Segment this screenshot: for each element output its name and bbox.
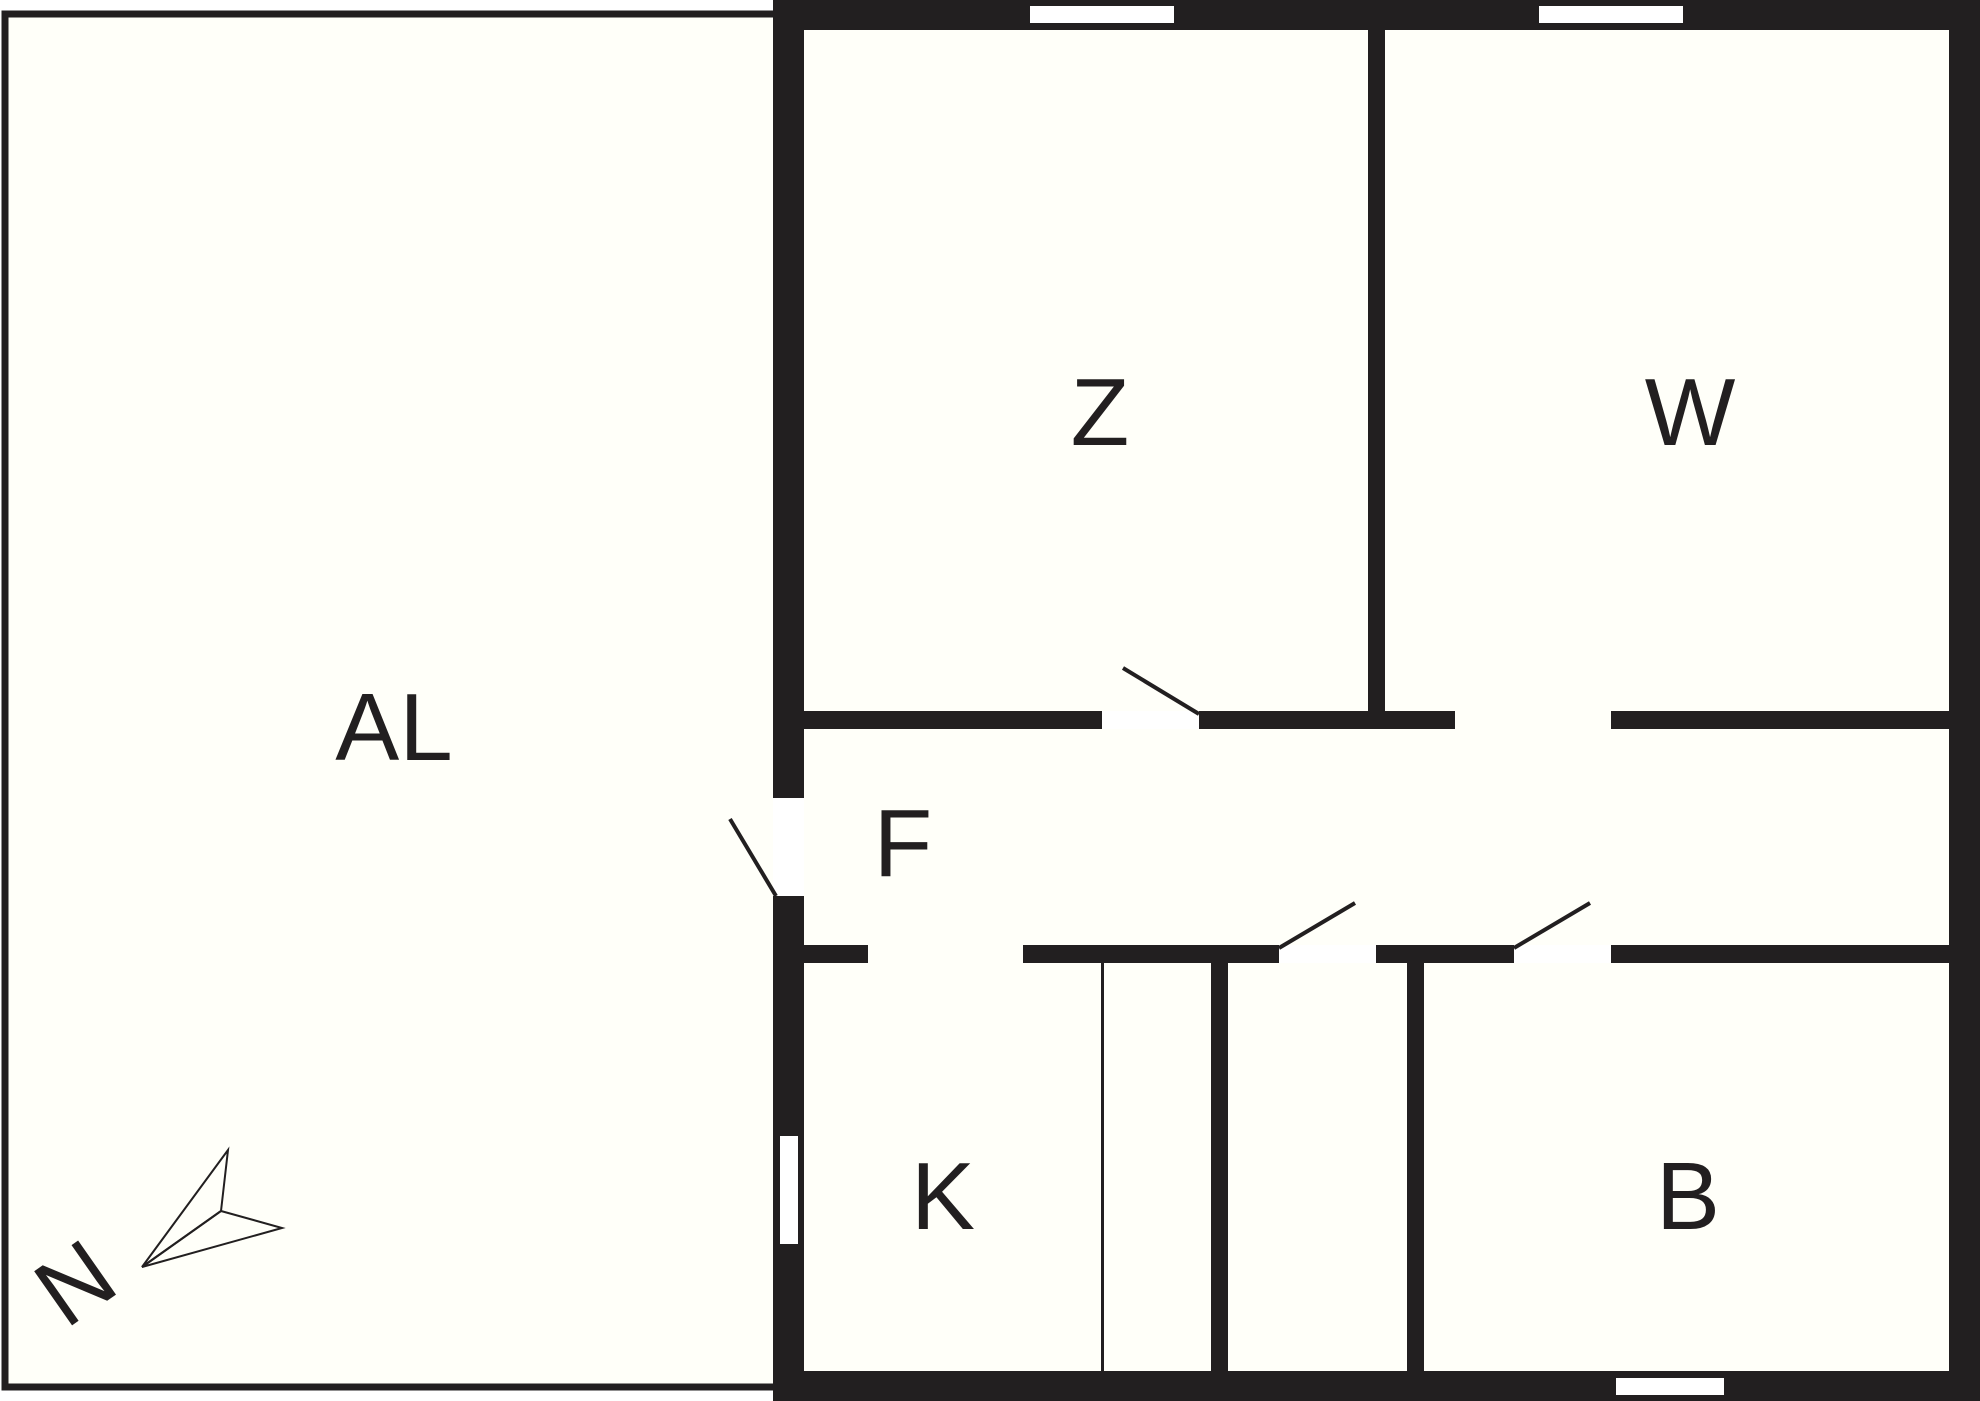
door-leaf-b <box>1512 901 1592 950</box>
wall-hall-k <box>804 945 868 963</box>
room-label-f: F <box>874 790 933 897</box>
window-k <box>780 1136 798 1244</box>
room-label-z: Z <box>1071 359 1130 466</box>
window-w <box>1539 6 1683 23</box>
wall-closet <box>1101 960 1104 1371</box>
wall-w-hall <box>1611 711 1949 729</box>
door-opening-al <box>773 798 804 896</box>
room-label-b: B <box>1656 1143 1720 1250</box>
door-leaf-c1 <box>1277 901 1357 950</box>
door-opening-c1 <box>1279 945 1376 963</box>
window-b <box>1616 1378 1724 1395</box>
wall-c1-b <box>1407 960 1424 1371</box>
door-leaf-z <box>1121 666 1201 716</box>
room-label-w: W <box>1645 359 1736 466</box>
room-label-k: K <box>911 1143 975 1250</box>
door-opening-b <box>1514 945 1611 963</box>
north-arrow-icon <box>141 1146 286 1268</box>
room-label-al: AL <box>335 674 452 781</box>
wall-hall-bottom <box>1023 945 1949 963</box>
window-z <box>1030 6 1174 23</box>
room-al-area <box>1 10 789 1391</box>
door-leaf-al <box>728 817 778 898</box>
wall-k-c1 <box>1211 960 1228 1371</box>
door-opening-z <box>1102 711 1199 729</box>
wall-z-w <box>1368 30 1385 712</box>
